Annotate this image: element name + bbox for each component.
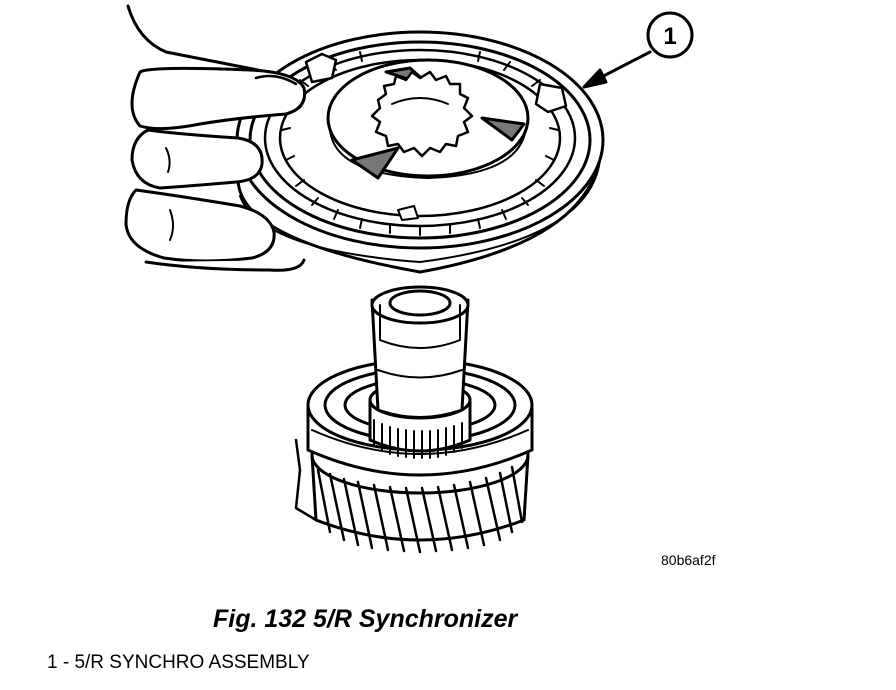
hand (124, 4, 307, 272)
image-reference-code: 80b6af2f (661, 552, 716, 568)
legend-item: 1 - 5/R SYNCHRO ASSEMBLY (47, 652, 310, 673)
figure-caption: Fig. 132 5/R Synchronizer (213, 605, 518, 633)
callout-1 (582, 11, 694, 89)
callout-number: 1 (663, 23, 676, 50)
synchro-ring (235, 30, 605, 274)
synchronizer-illustration: 1 (124, 4, 694, 554)
gear-shaft-assembly (294, 285, 534, 554)
